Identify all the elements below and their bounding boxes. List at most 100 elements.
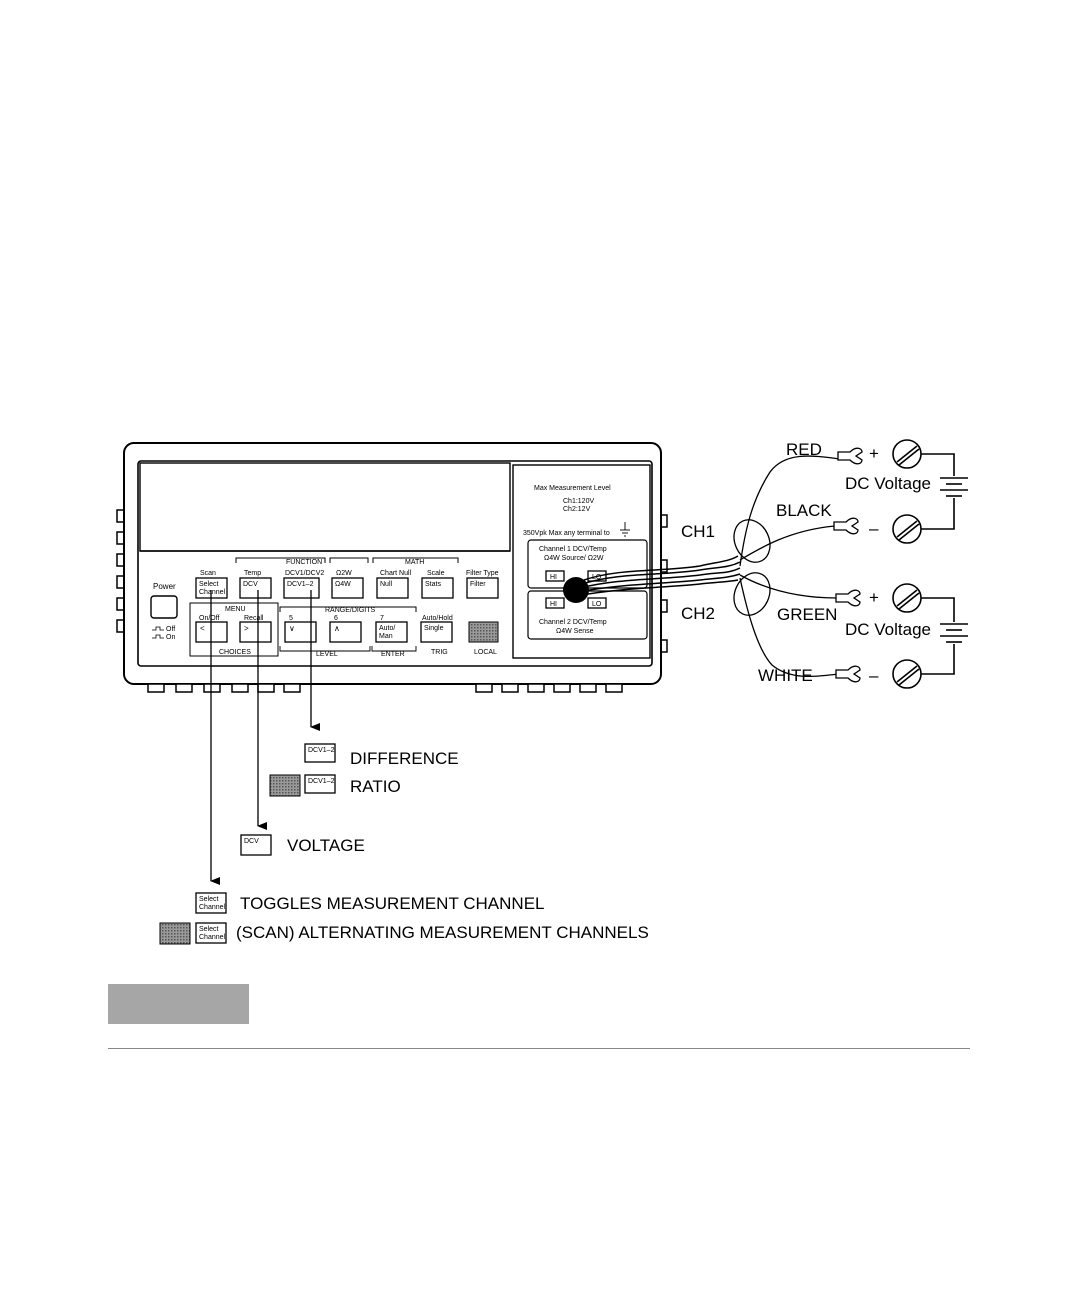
side-feet-left	[116, 509, 126, 633]
recall-label: Recall	[244, 615, 264, 622]
right-arrow-key[interactable]: >	[239, 621, 272, 643]
red-wire	[739, 455, 841, 567]
six-label: 6	[334, 615, 338, 622]
single-key[interactable]: Single	[420, 621, 453, 643]
svg-text:Man: Man	[379, 633, 393, 640]
power-on-label: On	[166, 634, 175, 641]
power-button[interactable]	[150, 595, 178, 619]
dcv1-2-key[interactable]: DCV1–2	[283, 577, 320, 599]
dc-voltage-2-label: DC Voltage	[845, 620, 931, 639]
spade-lugs	[833, 447, 863, 683]
cable-bundle	[575, 555, 741, 597]
scale-label: Scale	[427, 570, 445, 577]
stats-key[interactable]: Stats	[421, 577, 454, 599]
enter-label: ENTER	[381, 651, 405, 658]
math-group-label: MATH	[405, 559, 424, 566]
dcv-key[interactable]: DCV	[239, 577, 272, 599]
minus-sign-1: –	[869, 519, 879, 538]
max-measurement-level: Max Measurement Level	[534, 485, 611, 492]
function-group-label: FUNCTION	[286, 559, 322, 566]
green-label: GREEN	[777, 605, 837, 624]
svg-text:Select: Select	[199, 926, 219, 933]
channel1-subtitle: Ω4W Source/ Ω2W	[544, 555, 604, 562]
filter-key[interactable]: Filter	[466, 577, 499, 599]
svg-text:Null: Null	[380, 581, 393, 588]
five-label: 5	[289, 615, 293, 622]
auto-man-key[interactable]: Auto/ Man	[375, 621, 408, 643]
section-tab-bar	[108, 984, 249, 1024]
ohm2w-label: Ω2W	[336, 570, 352, 577]
ground-icon	[620, 522, 630, 537]
up-arrow-key[interactable]: ∧	[329, 621, 362, 643]
display-window	[139, 462, 511, 552]
ch2-lo-terminal: LO	[587, 597, 607, 609]
legend-shift-key-ratio	[269, 774, 301, 797]
svg-text:DCV1–2: DCV1–2	[308, 747, 335, 754]
legend-dcv1-2-key: DCV1–2	[304, 743, 336, 763]
svg-text:Channel: Channel	[199, 934, 226, 941]
svg-text:Stats: Stats	[425, 581, 441, 588]
auto-hold-label: Auto/Hold	[422, 615, 453, 622]
channel2-title: Channel 2 DCV/Temp	[539, 619, 607, 626]
channel1-title: Channel 1 DCV/Temp	[539, 546, 607, 553]
chart-null-label: Chart Null	[380, 570, 412, 577]
legend-scan: (SCAN) ALTERNATING MEASUREMENT CHANNELS	[236, 923, 649, 942]
black-label: BLACK	[776, 501, 832, 520]
shift-key[interactable]	[468, 621, 499, 643]
down-arrow-key[interactable]: ∨	[284, 621, 317, 643]
legend-dcv-key: DCV	[240, 834, 272, 856]
legend-toggles: TOGGLES MEASUREMENT CHANNEL	[240, 894, 545, 913]
svg-text:Single: Single	[424, 625, 444, 632]
ch1-level: Ch1:120V	[563, 498, 594, 505]
scan-label: Scan	[200, 570, 216, 577]
channel2-subtitle: Ω4W Sense	[556, 628, 594, 635]
horizontal-rule	[108, 1048, 970, 1049]
max-vpk: 350Vpk Max any terminal to	[523, 530, 610, 537]
power-label: Power	[153, 582, 176, 591]
svg-text:DCV: DCV	[244, 838, 259, 845]
callout-arrows	[210, 590, 320, 885]
white-label: WHITE	[758, 666, 813, 685]
svg-text:∧: ∧	[334, 624, 340, 633]
null-key[interactable]: Null	[376, 577, 409, 599]
bottom-feet	[147, 683, 623, 693]
red-label: RED	[786, 440, 822, 459]
multimeter-front-panel: Power Off On FUNCTION MATH Scan Temp DCV…	[116, 442, 668, 693]
legend-difference: DIFFERENCE	[350, 749, 459, 768]
dc-source-2-wiring	[921, 597, 968, 675]
black-wire	[739, 525, 836, 561]
svg-text:Auto/: Auto/	[379, 625, 395, 632]
svg-text:Select: Select	[199, 581, 219, 588]
svg-text:DCV1–2: DCV1–2	[287, 581, 314, 588]
menu-group-label: MENU	[225, 606, 246, 613]
green-wire	[739, 574, 838, 599]
choices-label: CHOICES	[219, 649, 251, 656]
legend-select-channel-key-scan: Select Channel	[195, 922, 227, 944]
ch1-label: CH1	[681, 522, 715, 541]
seven-label: 7	[380, 615, 384, 622]
on-off-label: On/Off	[199, 615, 220, 622]
ch2-pair-marker	[733, 572, 771, 616]
svg-text:>: >	[244, 624, 249, 633]
white-wire	[739, 577, 839, 678]
svg-text:LO: LO	[592, 601, 602, 608]
minus-sign-2: –	[869, 666, 879, 685]
svg-text:DCV1–2: DCV1–2	[308, 778, 335, 785]
ohm4w-key[interactable]: Ω4W	[331, 577, 364, 599]
legend-select-channel-key: Select Channel	[195, 892, 227, 914]
svg-text:<: <	[200, 624, 205, 633]
ch1-hi-terminal: HI	[545, 570, 565, 582]
wires	[739, 455, 841, 678]
ch2-level: Ch2:12V	[563, 506, 591, 513]
range-digits-label: RANGE/DIGITS	[325, 607, 376, 614]
svg-text:∨: ∨	[289, 624, 295, 633]
legend-voltage: VOLTAGE	[287, 836, 365, 855]
ch1-pair-marker	[733, 519, 771, 563]
power-off-label: Off	[166, 626, 175, 633]
plus-sign-1: +	[869, 444, 879, 463]
legend-shift-key-scan	[159, 922, 191, 945]
svg-text:DCV: DCV	[243, 581, 258, 588]
ch2-label: CH2	[681, 604, 715, 623]
svg-text:Ω4W: Ω4W	[335, 581, 351, 588]
